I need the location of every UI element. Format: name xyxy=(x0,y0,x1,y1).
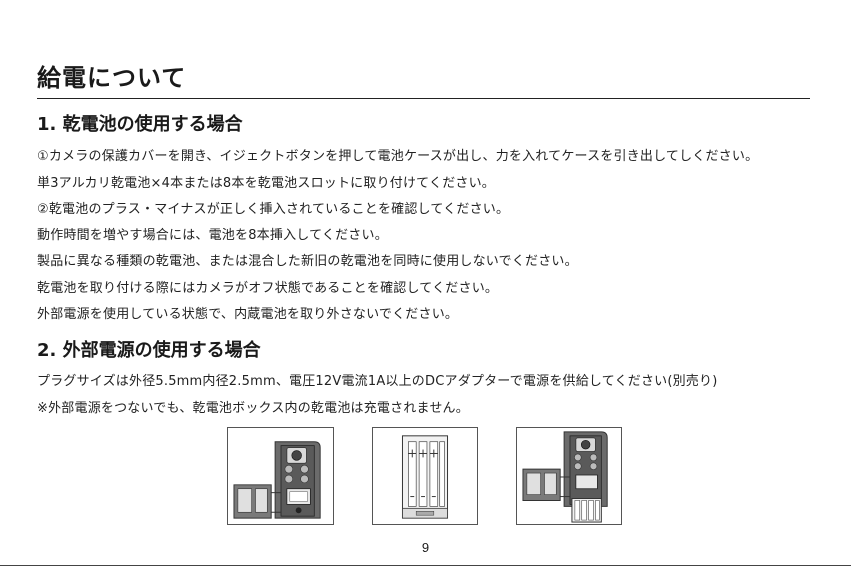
camera-open-cover-illustration xyxy=(227,427,334,525)
section-1-line-1: ①カメラの保護カバーを開き、イジェクトボタンを押して電池ケースが出し、力を入れて… xyxy=(37,149,759,164)
page-title: 給電について xyxy=(37,64,187,92)
section-1-line-2: 単3アルカリ乾電池×4本または8本を乾電池スロットに取り付けてください。 xyxy=(37,176,495,191)
section-1-line-4: 動作時間を増やす場合には、電池を8本挿入してください。 xyxy=(37,228,388,243)
section-2-line-2: ※外部電源をつないでも、乾電池ボックス内の乾電池は充電されません。 xyxy=(37,401,469,416)
section-1-line-6: 乾電池を取り付ける際にはカメラがオフ状態であることを確認してください。 xyxy=(37,281,499,296)
battery-tray-illustration xyxy=(372,427,478,525)
camera-tray-out-illustration xyxy=(516,427,622,525)
section-1-line-5: 製品に異なる種類の乾電池、または混合した新旧の乾電池を同時に使用しないでください… xyxy=(37,254,578,269)
section-2-heading: 2. 外部電源の使用する場合 xyxy=(37,340,261,361)
section-1-heading: 1. 乾電池の使用する場合 xyxy=(37,114,243,135)
section-1-line-7: 外部電源を使用している状態で、内蔵電池を取り外さないでください。 xyxy=(37,307,459,322)
section-1-line-3: ②乾電池のプラス・マイナスが正しく挿入されていることを確認してください。 xyxy=(37,202,510,217)
battery-tray-icon xyxy=(373,428,477,524)
camera-open-cover-icon xyxy=(228,428,333,524)
title-underline xyxy=(37,98,810,99)
section-2-line-1: プラグサイズは外径5.5mm内径2.5mm、電圧12V電流1A以上のDCアダプタ… xyxy=(37,374,718,389)
footer-rule xyxy=(0,565,851,566)
page-number: 9 xyxy=(421,540,430,555)
camera-tray-out-icon xyxy=(517,428,621,524)
